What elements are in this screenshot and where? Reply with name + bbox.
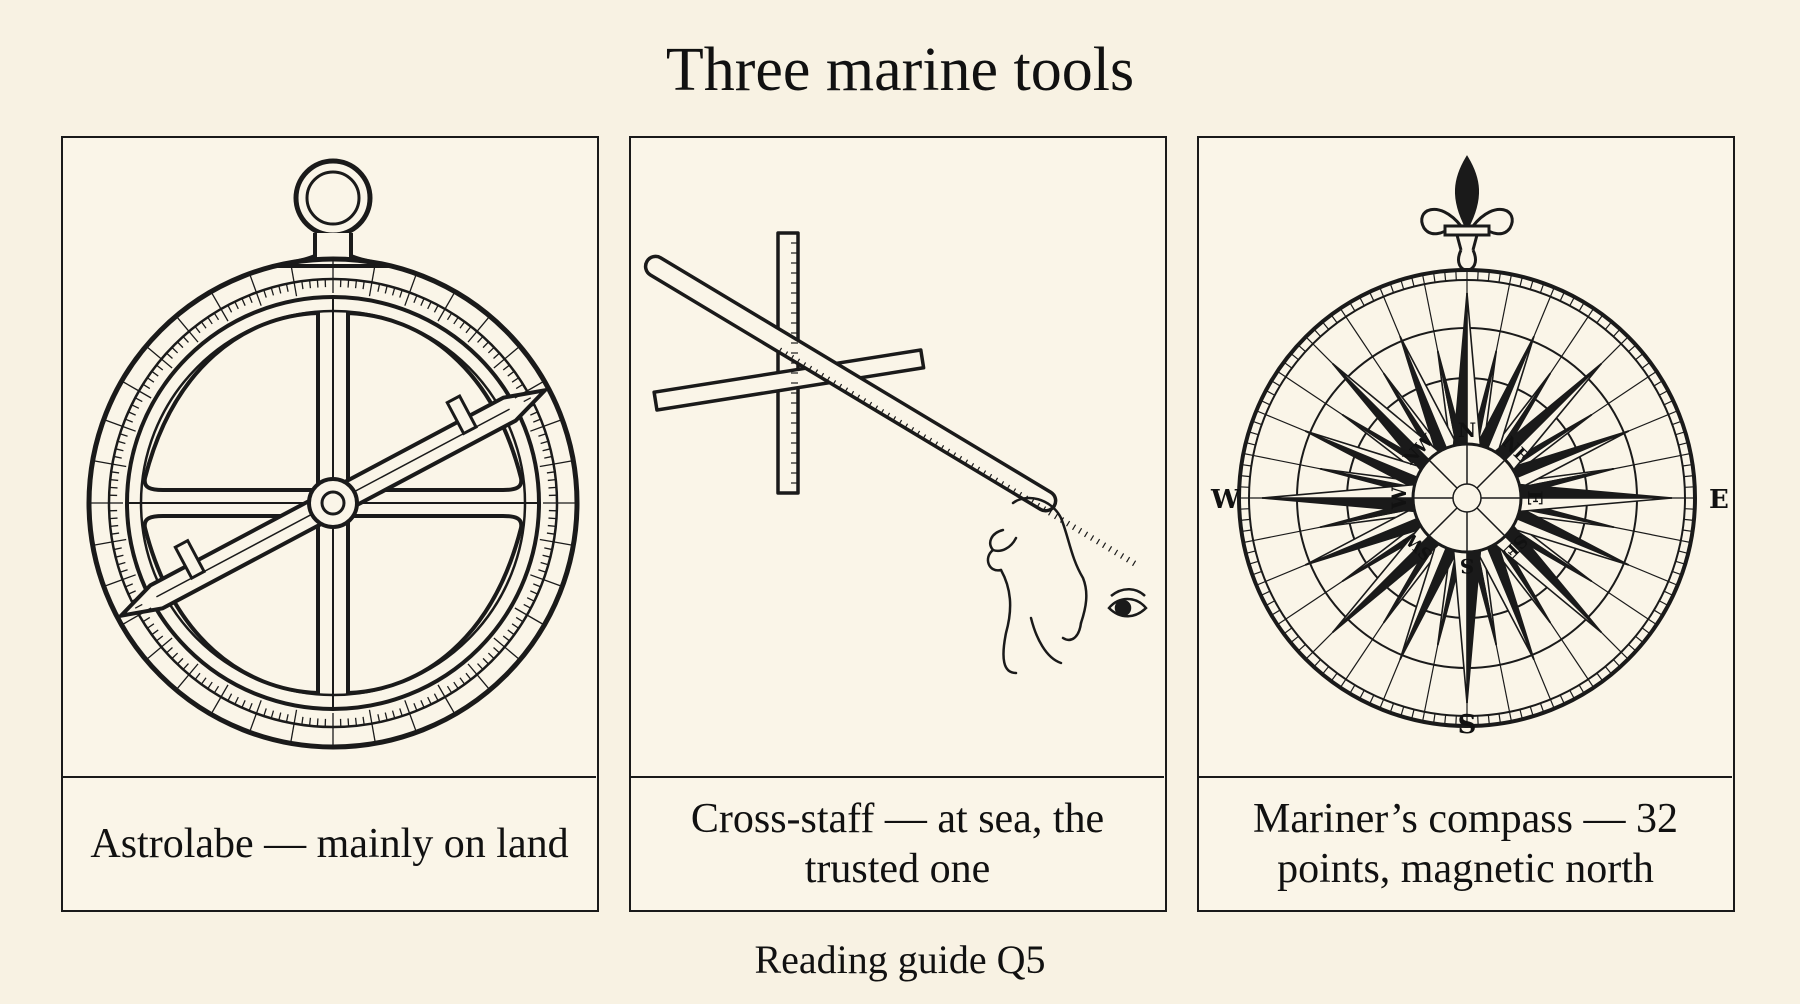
- astrolabe-icon: [86, 158, 580, 750]
- footer-label: Reading guide Q5: [754, 937, 1046, 982]
- caption-compass: Mariner’s compass — 32 points, magnetic …: [1199, 776, 1732, 909]
- compass-inner-label-w: W: [1387, 486, 1411, 510]
- astrolabe-illustration: [63, 138, 596, 776]
- caption-cross-staff: Cross-staff — at sea, the trusted one: [631, 776, 1164, 909]
- compass-east-label: E: [1709, 485, 1729, 515]
- cross-staff-icon: [643, 231, 1148, 675]
- cross-staff-illustration: [631, 138, 1164, 776]
- compass-inner-label-n: N: [1458, 418, 1476, 442]
- compass-inner-label-s: S: [1460, 554, 1474, 578]
- caption-astrolabe: Astrolabe — mainly on land: [63, 776, 596, 909]
- compass-west-label: W: [1210, 485, 1241, 515]
- panel-cross-staff: Cross-staff — at sea, the trusted one: [629, 136, 1167, 912]
- compass-south-label: S: [1458, 710, 1477, 740]
- fleur-de-lis-icon: [1420, 155, 1514, 272]
- page-title: Three marine tools: [665, 36, 1135, 104]
- panel-astrolabe: Astrolabe — mainly on land: [61, 136, 599, 912]
- compass-inner-label-e: E: [1523, 490, 1547, 505]
